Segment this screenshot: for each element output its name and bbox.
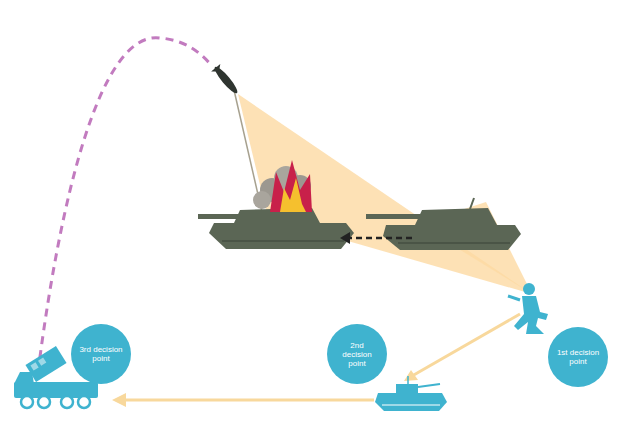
report-arrow [112, 393, 374, 407]
decision-label: 1st decision point [556, 348, 600, 366]
report-arrow [404, 314, 520, 381]
movement-arrow [340, 232, 412, 244]
trajectory-arc [38, 38, 212, 372]
missile [210, 63, 241, 97]
decision-point-circle: 1st decision point [548, 327, 608, 387]
destroyed-tank [198, 208, 354, 249]
decision-label: 3rd decision point [79, 345, 123, 363]
soldier [508, 283, 548, 334]
command-vehicle [375, 376, 447, 411]
strike-cone [238, 94, 532, 294]
decision-label: 2nd decision point [335, 341, 379, 368]
decision-point-circle: 3rd decision point [71, 324, 131, 384]
decision-point-circle: 2nd decision point [327, 324, 387, 384]
explosion [253, 160, 312, 212]
enemy-tank [366, 198, 521, 250]
